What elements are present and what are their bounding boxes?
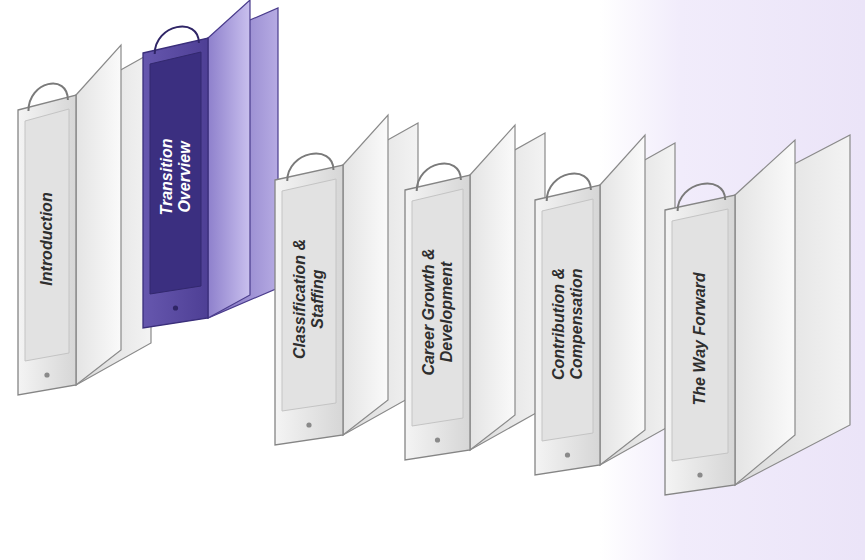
finger-hole bbox=[306, 422, 311, 427]
label-pocket bbox=[672, 209, 728, 461]
front-cover bbox=[735, 140, 795, 485]
binder-ring bbox=[155, 27, 199, 54]
spine-label: Transition Overview bbox=[158, 118, 194, 236]
front-cover bbox=[208, 0, 250, 318]
finger-hole bbox=[565, 452, 570, 457]
binder-ring bbox=[28, 84, 67, 111]
binder-spine: Transition Overview bbox=[143, 38, 208, 328]
binder-ring bbox=[547, 174, 591, 201]
label-pocket bbox=[412, 189, 463, 426]
binder-ring bbox=[287, 154, 333, 181]
front-cover bbox=[470, 125, 515, 450]
front-cover bbox=[76, 45, 121, 385]
finger-hole bbox=[44, 372, 49, 377]
spine-label: Contribution & Compensation bbox=[550, 242, 586, 407]
binder-ring bbox=[678, 184, 726, 211]
spine-label: The Way Forward bbox=[691, 252, 709, 427]
spine-face bbox=[665, 195, 735, 495]
binder-ring bbox=[417, 164, 461, 191]
finger-hole bbox=[697, 472, 702, 477]
spine-label: Introduction bbox=[38, 154, 56, 324]
label-pocket bbox=[282, 179, 336, 411]
binder-spine: Introduction bbox=[18, 95, 76, 395]
spine-face bbox=[535, 185, 600, 475]
binder-spine: Classification & Staffing bbox=[275, 165, 343, 445]
binder-spine: The Way Forward bbox=[665, 195, 735, 495]
spine-face bbox=[143, 38, 208, 328]
label-pocket bbox=[25, 109, 69, 361]
front-cover bbox=[600, 135, 645, 465]
spine-label: Career Growth & Development bbox=[420, 229, 456, 394]
finger-hole bbox=[435, 437, 440, 442]
back-cover bbox=[735, 135, 850, 485]
spine-face bbox=[405, 175, 470, 460]
label-pocket bbox=[542, 199, 593, 441]
binder-spine: Career Growth & Development bbox=[405, 175, 470, 460]
finger-hole bbox=[173, 305, 178, 310]
spine-face bbox=[275, 165, 343, 445]
label-pocket bbox=[150, 52, 201, 294]
spine-label: Classification & Staffing bbox=[291, 217, 327, 382]
binder-spine: Contribution & Compensation bbox=[535, 185, 600, 475]
spine-face bbox=[18, 95, 76, 395]
front-cover bbox=[343, 115, 388, 435]
